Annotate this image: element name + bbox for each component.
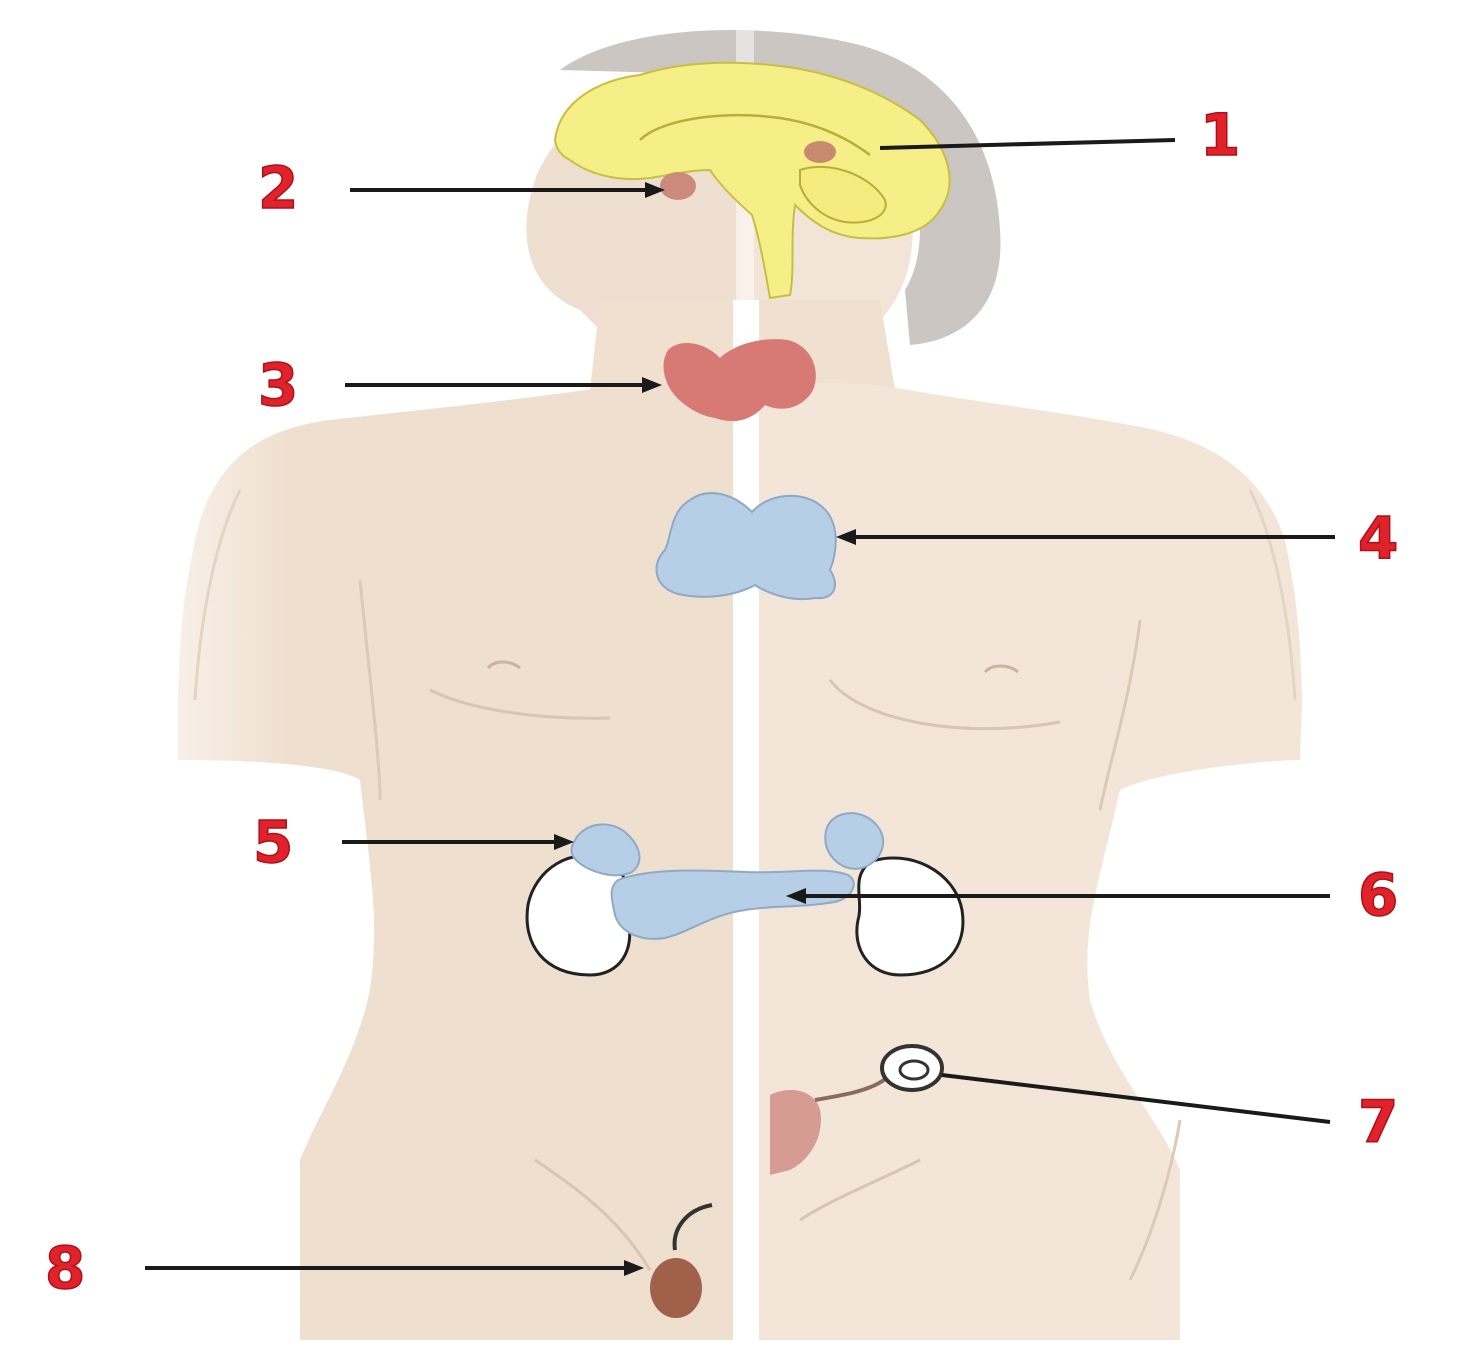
label-8: 8 [45,1234,85,1302]
label-6: 6 [1358,861,1398,929]
left-fade [170,380,290,1180]
label-2: 2 [258,154,298,222]
testis [650,1258,702,1318]
label-3: 3 [258,351,298,419]
adrenal-gland-right [825,813,883,869]
label-5: 5 [253,808,293,876]
label-7: 7 [1358,1088,1398,1156]
pituitary-gland [660,172,696,200]
thymus-gland [656,493,835,599]
pineal-gland [804,141,836,163]
center-divider [733,300,759,1350]
label-1: 1 [1200,101,1240,169]
label-4: 4 [1358,504,1398,572]
ovary [882,1046,942,1090]
